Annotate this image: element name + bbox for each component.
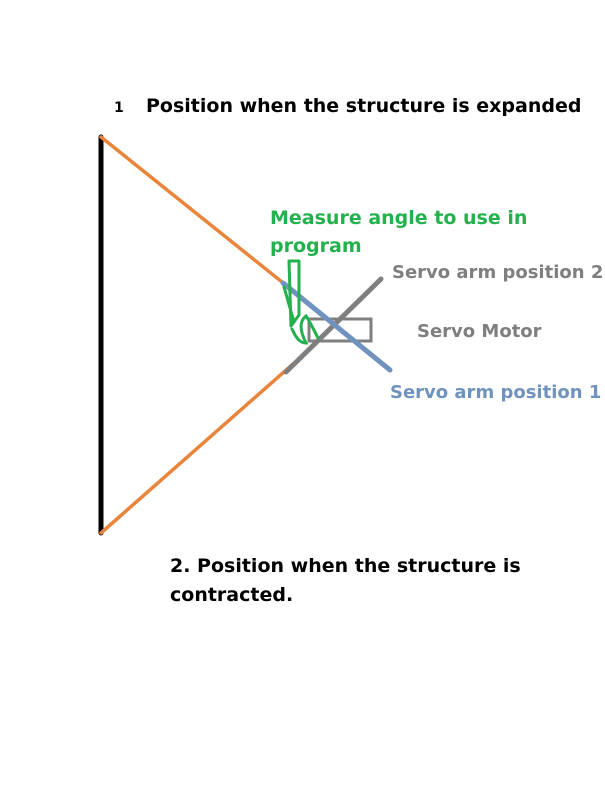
servo-arm-position-1 — [280, 280, 393, 373]
servo-arm-position-2-label: Servo arm position 2 — [392, 262, 604, 283]
position-1-number: 1 — [114, 100, 124, 116]
measure-angle-line-1: Measure angle to use in — [270, 207, 528, 229]
contracted-line-2: contracted. — [170, 584, 294, 606]
measure-angle-line-2: program — [270, 235, 362, 257]
contracted-line-1: 2. Position when the structure is — [170, 555, 521, 577]
lower-arm-line — [99, 362, 295, 535]
contracted-position-label: 2. Position when the structure is contra… — [170, 552, 530, 610]
servo-motor-label: Servo Motor — [417, 321, 542, 342]
measure-angle-label: Measure angle to use in program — [270, 204, 530, 260]
angle-measure-stroke — [282, 285, 296, 324]
servo-arm-position-1-label: Servo arm position 1 — [390, 382, 602, 403]
angle-measure-arc — [290, 313, 320, 345]
servo-motor-body — [307, 317, 373, 343]
expanded-position-label: Position when the structure is expanded — [146, 95, 582, 117]
upper-arm-line — [99, 135, 294, 292]
